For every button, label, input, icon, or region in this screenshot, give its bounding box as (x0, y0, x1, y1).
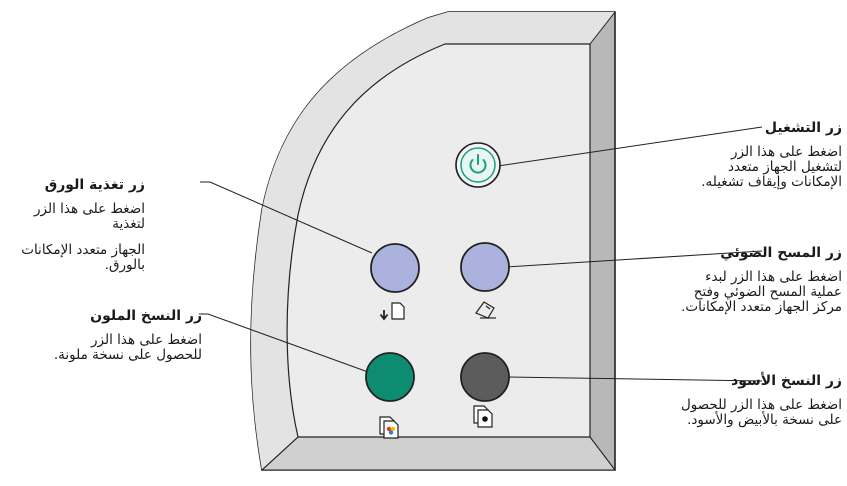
paper-feed-button-label: زر تغذية الورق اضغط على هذا الزر لتغذية … (0, 178, 145, 273)
control-panel (250, 11, 617, 471)
color-copy-button-label: زر النسخ الملون اضغط على هذا الزر للحصول… (2, 309, 202, 363)
black-copy-button-description: اضغط على هذا الزر للحصول على نسخة بالأبي… (680, 397, 842, 428)
paper-feed-button-title: زر تغذية الورق (44, 177, 145, 193)
scan-button-description: اضغط على هذا الزر لبدء عملية المسح الضوئ… (681, 269, 842, 315)
leader-black (505, 376, 763, 382)
panel-bevel-top (251, 12, 615, 470)
power-button-label: زر التشغيل اضغط على هذا الزر لتشغيل الجه… (667, 121, 842, 190)
scan-icon (475, 301, 496, 319)
black-copy-button-label: زر النسخ الأسود اضغط على هذا الزر للحصول… (627, 374, 842, 428)
color-copy-button-description: اضغط على هذا الزر للحصول على نسخة ملونة. (53, 332, 202, 363)
power-button-description: اضغط على هذا الزر لتشغيل الجهاز متعدد ال… (701, 144, 842, 190)
power-button[interactable] (455, 142, 501, 188)
black-copy-icon (473, 405, 493, 428)
color-copy-icon (379, 416, 399, 439)
scan-button-title: زر المسح الضوئي (720, 245, 842, 261)
leader-power (497, 126, 763, 167)
paper-feed-description-line1: اضغط على هذا الزر لتغذية (34, 201, 145, 232)
leader-lines (200, 126, 763, 382)
panel-bevel-bottom (260, 436, 617, 471)
black-copy-button-title: زر النسخ الأسود (731, 373, 842, 389)
leader-feed (200, 181, 373, 254)
power-button-title: زر التشغيل (764, 120, 842, 136)
paper-feed-button[interactable] (370, 243, 420, 293)
black-copy-button[interactable] (460, 352, 510, 402)
scan-button[interactable] (460, 242, 510, 292)
paper-feed-description-line2: الجهاز متعدد الإمكانات بالورق. (21, 242, 145, 273)
paper-feed-icon (379, 302, 405, 321)
power-icon (469, 154, 487, 174)
panel-face (286, 43, 591, 438)
leader-color (200, 313, 369, 373)
leader-scan (505, 250, 763, 268)
color-copy-button-title: زر النسخ الملون (90, 308, 202, 324)
color-copy-button[interactable] (365, 352, 415, 402)
scan-button-label: زر المسح الضوئي اضغط على هذا الزر لبدء ع… (667, 246, 842, 315)
